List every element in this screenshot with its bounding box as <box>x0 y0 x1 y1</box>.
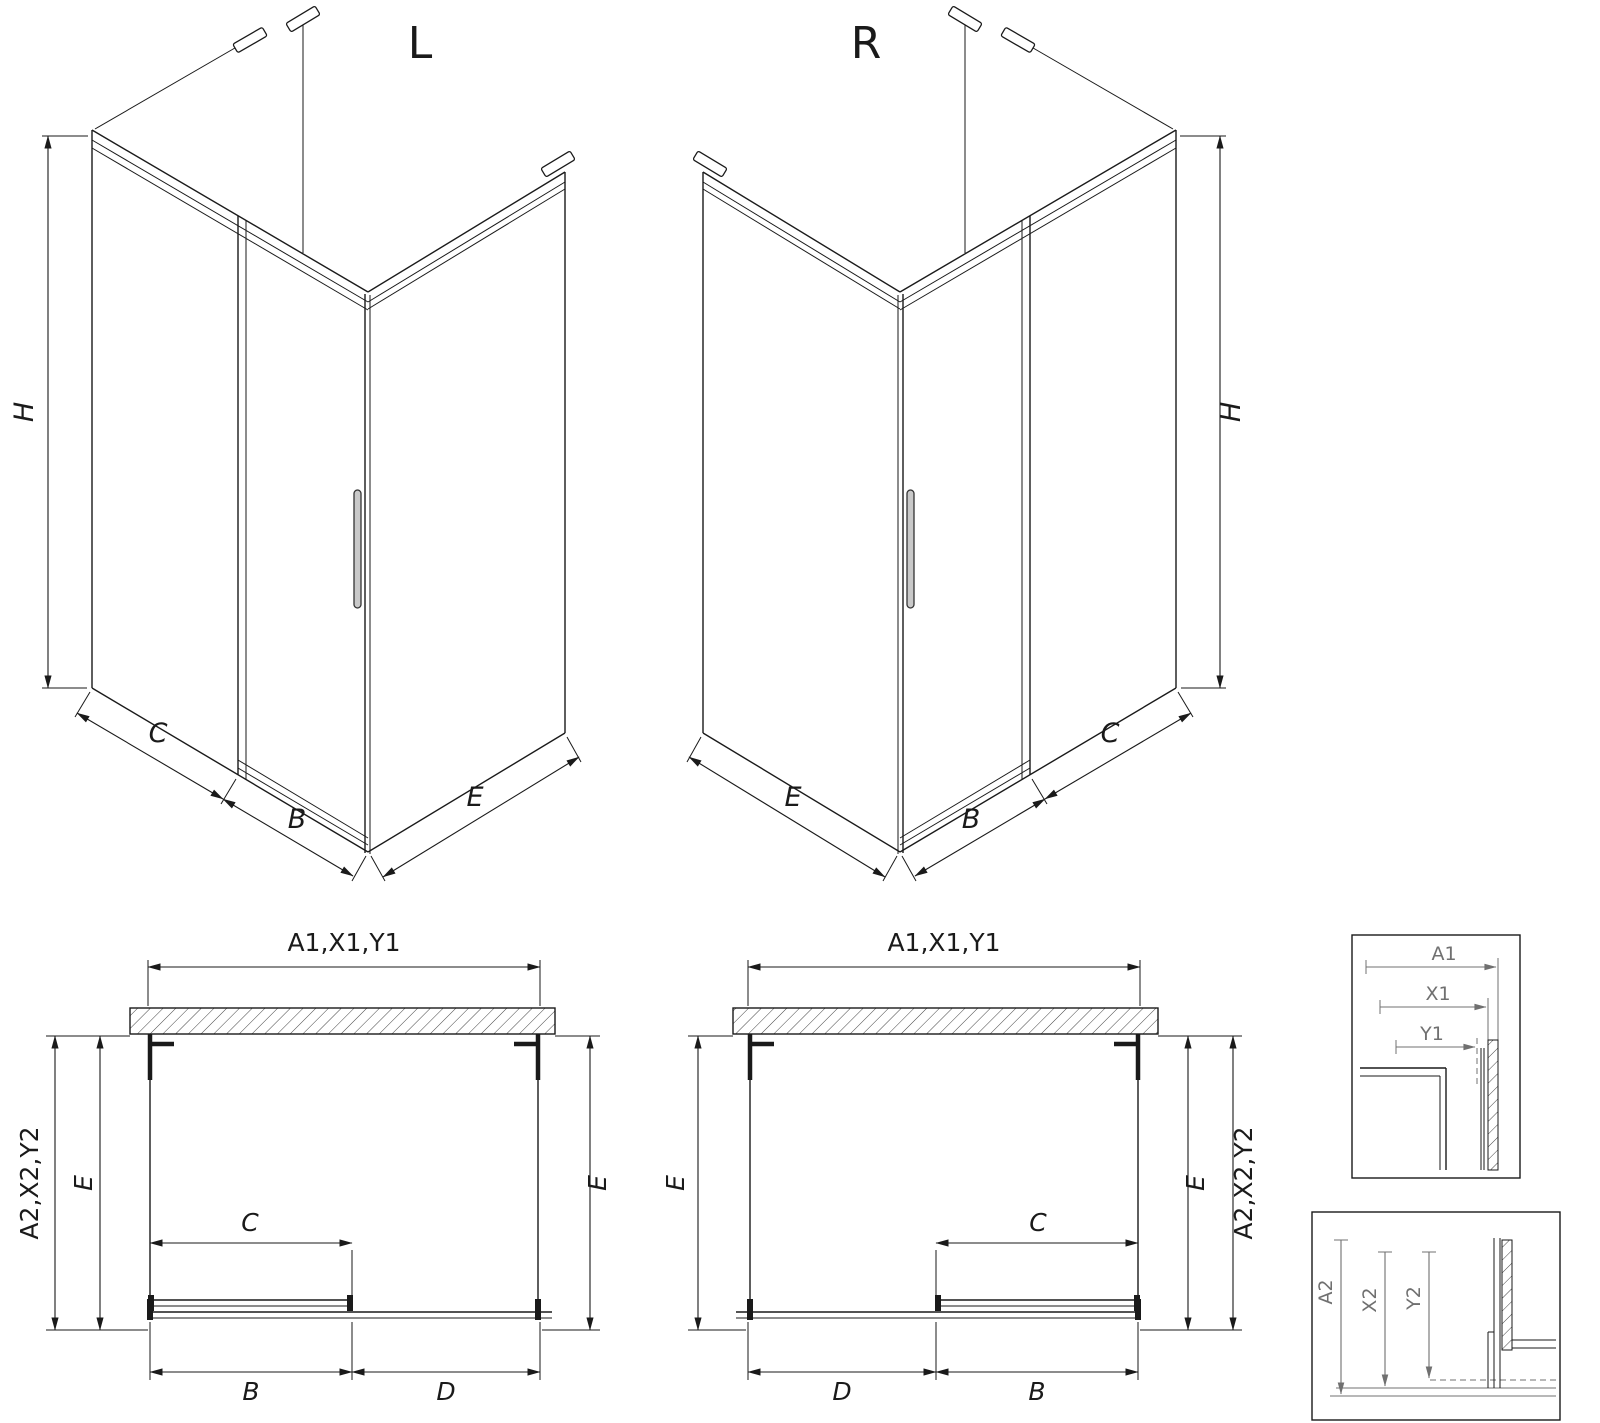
dim-label-x1: X1 <box>1425 983 1450 1005</box>
wall-bracket-icon <box>947 6 983 32</box>
iso-right-dim-h: H <box>1180 135 1247 689</box>
iso-left-wall-supports <box>94 6 576 253</box>
plan-right-walls <box>736 1034 1141 1320</box>
detail-frame <box>1311 1211 1561 1421</box>
iso-view-right: R <box>686 6 1247 882</box>
dim-label-c: C <box>1101 718 1120 749</box>
plan-left-walls <box>147 1034 552 1320</box>
dim-label-e: E <box>784 782 801 813</box>
dim-label-c: C <box>1029 1208 1047 1237</box>
wall-hatch <box>129 1007 556 1035</box>
plan-right-dim-side: E A2,X2,Y2 <box>1140 1035 1258 1331</box>
dim-label-a2x2y2: A2,X2,Y2 <box>15 1126 44 1239</box>
dim-label-h: H <box>9 402 40 422</box>
plan-right-dim-c: C <box>935 1208 1139 1296</box>
wall-bottom-profile <box>147 1299 153 1320</box>
detail-bottom-profile <box>1487 1238 1556 1388</box>
iso-right-dim-e: E <box>686 736 898 882</box>
iso-left-panels <box>91 129 566 854</box>
dim-label-y2: Y2 <box>1403 1286 1425 1311</box>
wall-bracket-icon <box>1000 27 1036 53</box>
plan-left-dim-e-right: E <box>542 1035 612 1331</box>
glass-hatch <box>1501 1239 1513 1351</box>
dim-label-a1x1y1: A1,X1,Y1 <box>287 928 400 957</box>
iso-left-dim-e: E <box>370 736 582 882</box>
dim-label-b: B <box>288 804 307 835</box>
plan-view-left: A1,X1,Y1 A2,X2,Y2 E E C B <box>15 928 612 1406</box>
iso-left-dim-h: H <box>9 135 88 689</box>
wall-hatch <box>1487 1039 1499 1171</box>
wall-bracket-icon <box>285 6 321 32</box>
dim-label-d: D <box>832 1377 851 1406</box>
dim-label-e-right: E <box>1181 1175 1210 1191</box>
wall-bracket-icon <box>540 151 576 177</box>
dim-label-y1: Y1 <box>1419 1023 1444 1045</box>
plan-view-right: A1,X1,Y1 E E A2,X2,Y2 C D <box>661 928 1258 1406</box>
dim-label-d: D <box>436 1377 455 1406</box>
door-end-profile <box>347 1295 353 1311</box>
dim-label-a2x2y2: A2,X2,Y2 <box>1229 1126 1258 1239</box>
dim-label-a1x1y1: A1,X1,Y1 <box>887 928 1000 957</box>
iso-right-dim-c-b: C B <box>901 691 1194 882</box>
plan-right-dim-top: A1,X1,Y1 <box>747 928 1141 1006</box>
wall-bottom-profile <box>747 1299 753 1320</box>
dim-label-a1: A1 <box>1431 943 1456 965</box>
dim-label-b: B <box>242 1377 259 1406</box>
wall-bracket-icon <box>232 27 268 53</box>
dim-label-b: B <box>962 804 981 835</box>
wall-bottom-profile <box>535 1299 541 1320</box>
door-handle <box>353 489 362 609</box>
wall-hatch <box>732 1007 1159 1035</box>
wall-bottom-profile <box>1135 1299 1141 1320</box>
dim-label-c: C <box>241 1208 259 1237</box>
plan-right-dim-bottom: D B <box>747 1322 1139 1406</box>
plan-left-dim-top: A1,X1,Y1 <box>147 928 541 1006</box>
dim-label-a2: A2 <box>1315 1279 1337 1304</box>
plan-left-dim-c: C <box>149 1208 353 1296</box>
plan-left-dim-side: A2,X2,Y2 E <box>15 1035 148 1331</box>
dim-label-e-left: E <box>661 1175 690 1191</box>
detail-frame <box>1351 934 1521 1179</box>
iso-view-left: L <box>9 6 582 882</box>
iso-left-dim-c-b: C B <box>74 691 367 882</box>
plan-right-dim-e-left: E <box>661 1035 746 1331</box>
dim-label-e-left: E <box>69 1175 98 1191</box>
dim-label-c: C <box>149 718 168 749</box>
door-end-profile <box>935 1295 941 1311</box>
view-label-left: L <box>408 18 433 69</box>
dim-label-x2: X2 <box>1359 1287 1381 1312</box>
door-handle <box>906 489 915 609</box>
view-label-right: R <box>851 18 882 69</box>
wall-bracket-icon <box>692 151 728 177</box>
detail-top-profile <box>1360 1039 1499 1171</box>
iso-right-wall-supports <box>692 6 1174 253</box>
dim-label-b: B <box>1028 1377 1045 1406</box>
dim-label-h: H <box>1216 402 1247 422</box>
detail-view-bottom: A2 X2 Y2 <box>1311 1211 1561 1421</box>
plan-left-dim-bottom: B D <box>149 1322 541 1406</box>
dim-label-e: E <box>466 782 483 813</box>
dim-label-e-right: E <box>583 1175 612 1191</box>
detail-view-top: A1 X1 Y1 <box>1351 934 1521 1179</box>
